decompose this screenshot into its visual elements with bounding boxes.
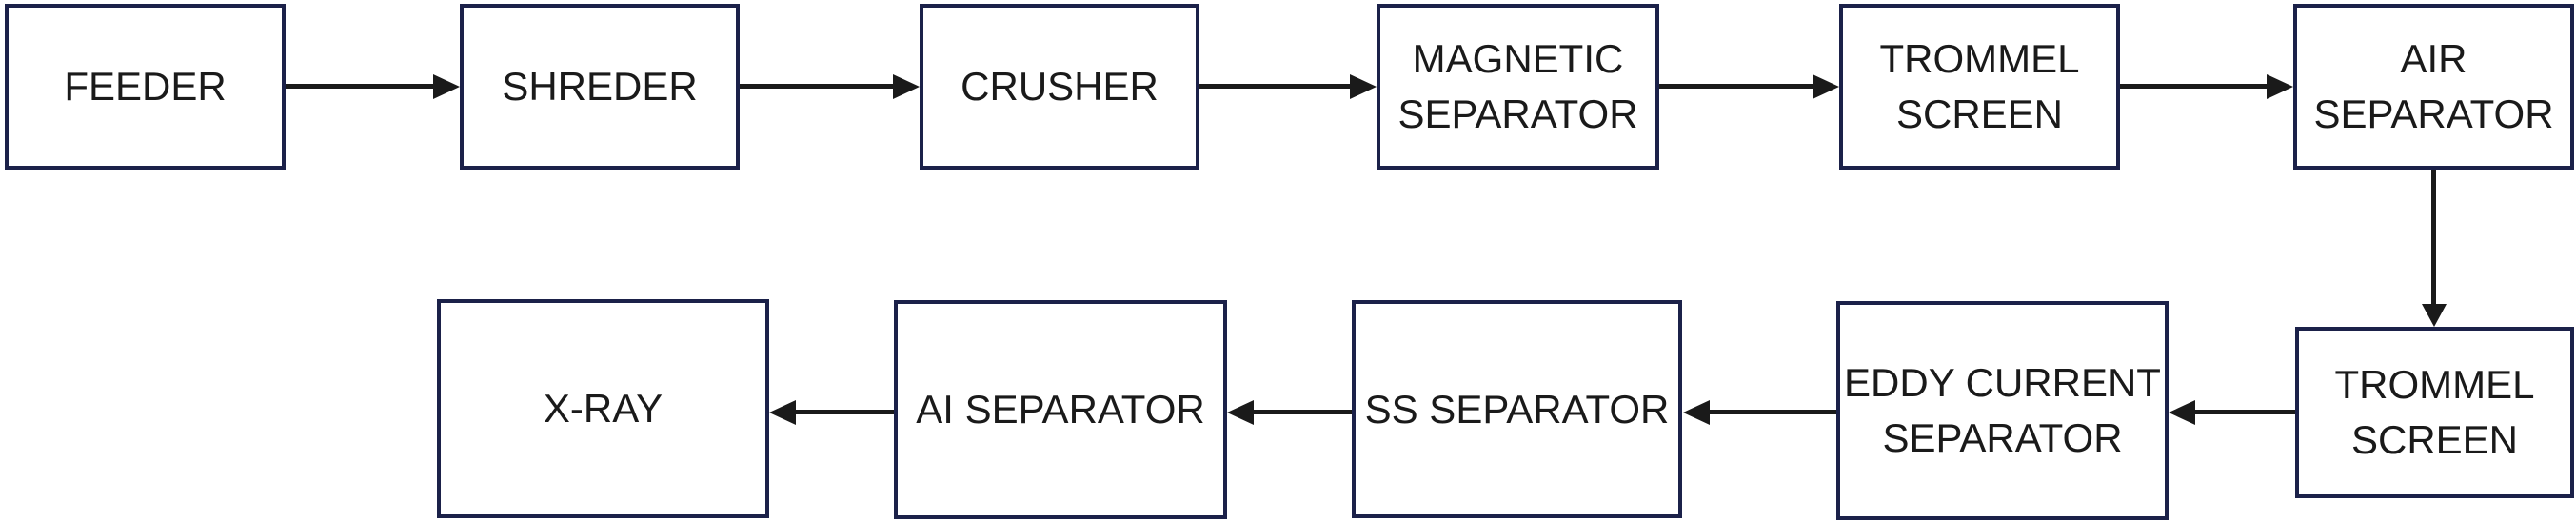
- node-feeder: FEEDER: [5, 4, 286, 170]
- node-eddy-current-separator: EDDY CURRENT SEPARATOR: [1836, 301, 2169, 520]
- node-crusher: CRUSHER: [920, 4, 1199, 170]
- node-ai-separator: AI SEPARATOR: [894, 300, 1227, 519]
- node-magnetic-separator: MAGNETIC SEPARATOR: [1377, 4, 1659, 170]
- arrow-trommel-screen-to-air-separator: [2120, 73, 2293, 99]
- node-trommel-screen-2: TROMMEL SCREEN: [2295, 327, 2574, 498]
- arrow-feeder-to-shreder: [286, 73, 460, 99]
- arrow-ai-separator-to-x-ray: [769, 399, 894, 425]
- node-air-separator: AIR SEPARATOR: [2293, 4, 2574, 170]
- arrow-eddy-current-separator-to-ss-separator: [1683, 399, 1836, 425]
- node-trommel-screen-1: TROMMEL SCREEN: [1839, 4, 2120, 170]
- arrow-ss-separator-to-ai-separator: [1227, 399, 1352, 425]
- node-shreder: SHREDER: [460, 4, 740, 170]
- arrow-shreder-to-crusher: [740, 73, 920, 99]
- node-ss-separator: SS SEPARATOR: [1352, 300, 1682, 518]
- node-x-ray: X-RAY: [437, 299, 769, 518]
- arrow-magnetic-separator-to-trommel-screen: [1659, 73, 1839, 99]
- arrow-trommel-screen-2-to-eddy-current-separator: [2169, 399, 2295, 425]
- arrow-crusher-to-magnetic-separator: [1199, 73, 1377, 99]
- arrow-air-separator-to-trommel-screen-2: [2421, 170, 2447, 327]
